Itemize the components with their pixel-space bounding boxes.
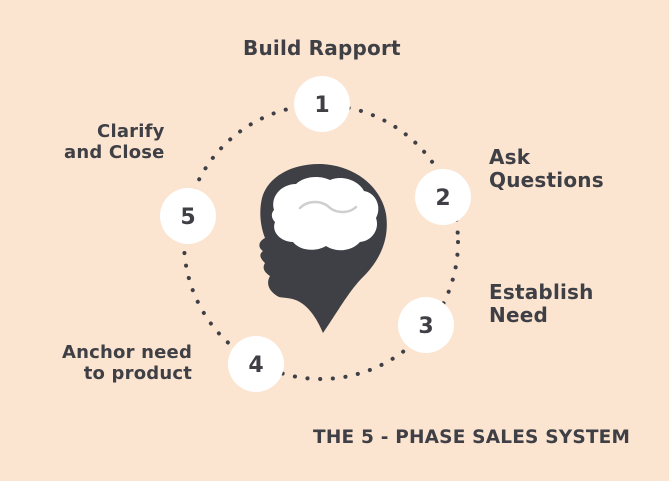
phase-label-line: Questions bbox=[489, 168, 604, 192]
phase-label-line: Ask bbox=[489, 145, 531, 169]
phase-label-line: Clarify bbox=[97, 121, 165, 142]
phase-label-line: Build Rapport bbox=[243, 36, 401, 60]
phase-node-circle bbox=[398, 297, 454, 353]
phase-label-clarify-close: Clarify and Close bbox=[64, 121, 165, 163]
phase-label-line: Establish bbox=[489, 280, 594, 304]
phase-label-line: and Close bbox=[64, 141, 165, 163]
phase-label-line: to product bbox=[83, 362, 193, 384]
phase-node-circle bbox=[228, 336, 284, 392]
phase-label-ask-questions: Ask Questions bbox=[489, 146, 604, 192]
brain-inner-fold bbox=[298, 200, 358, 214]
phase-label-establish-need: Establish Need bbox=[489, 281, 594, 327]
phase-number: 1 bbox=[314, 93, 329, 118]
phase-number: 3 bbox=[418, 314, 433, 339]
phase-label-anchor-need: Anchor need to product bbox=[62, 342, 193, 384]
phase-label-line: Anchor need bbox=[62, 342, 193, 363]
phase-node-circle bbox=[415, 169, 471, 225]
brain-shape bbox=[271, 176, 379, 251]
phase-node-circle bbox=[294, 76, 350, 132]
diagram-title: THE 5 - PHASE SALES SYSTEM bbox=[313, 427, 631, 448]
phase-node-1: 1 bbox=[294, 76, 350, 132]
phase-label-line: Need bbox=[489, 303, 548, 327]
phase-node-5: 5 bbox=[160, 188, 216, 244]
phase-node-3: 3 bbox=[398, 297, 454, 353]
phase-node-4: 4 bbox=[228, 336, 284, 392]
phase-node-2: 2 bbox=[415, 169, 471, 225]
phase-label-build-rapport: Build Rapport bbox=[243, 37, 401, 60]
phase-number: 4 bbox=[248, 353, 263, 378]
head-brain-icon bbox=[259, 163, 387, 333]
phase-number: 5 bbox=[180, 205, 195, 230]
phase-node-circle bbox=[160, 188, 216, 244]
phase-number: 2 bbox=[435, 186, 450, 211]
